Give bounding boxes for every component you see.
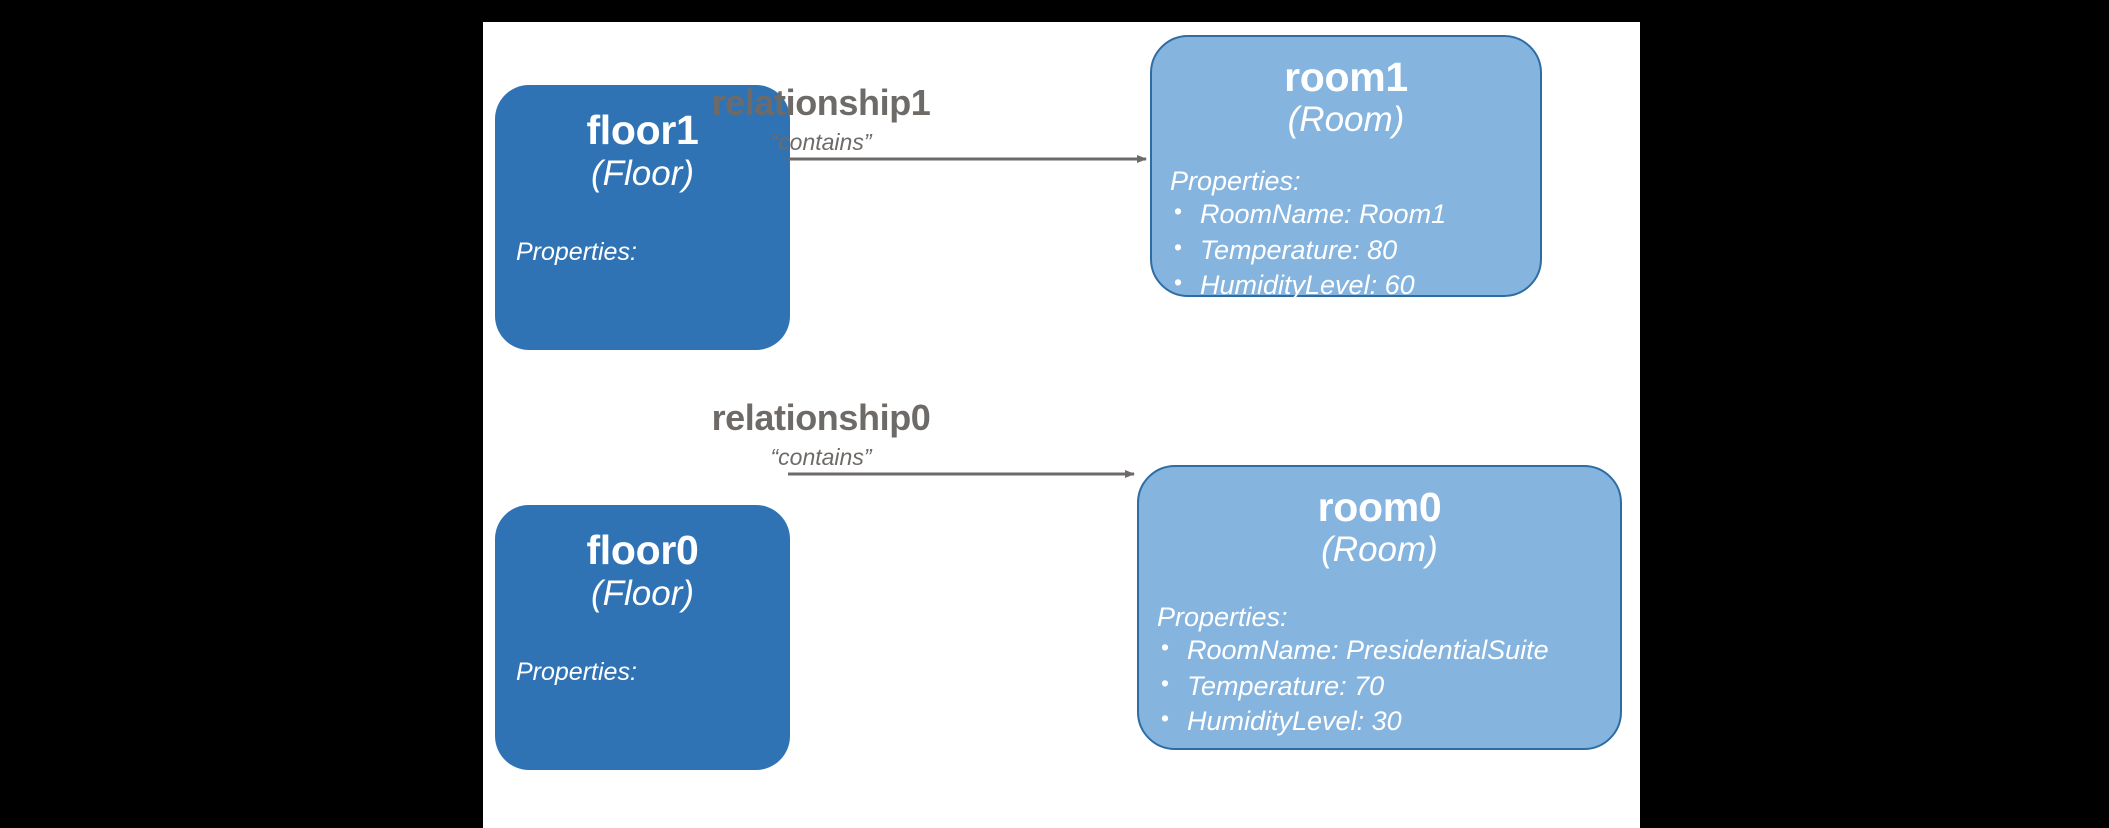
node-floor1-header: floor1 (Floor) [495, 85, 790, 193]
node-room1-header: room1 (Room) [1152, 37, 1540, 139]
node-room0-properties-label: Properties: [1157, 602, 1288, 633]
node-room0[interactable]: room0 (Room) Properties: RoomName: Presi… [1137, 465, 1622, 750]
relationship0-kind: “contains” [770, 443, 872, 470]
relationship0-name: relationship0 [711, 397, 931, 438]
node-floor1[interactable]: floor1 (Floor) Properties: [495, 85, 790, 350]
node-room0-type: (Room) [1321, 530, 1438, 570]
node-floor1-properties-label: Properties: [516, 238, 637, 267]
node-room0-properties: Properties: RoomName: PresidentialSuite … [1139, 603, 1620, 740]
node-floor1-type: (Floor) [590, 154, 695, 194]
node-room0-properties-list: RoomName: PresidentialSuite Temperature:… [1157, 632, 1620, 740]
node-floor0-properties-label: Properties: [516, 658, 637, 687]
connector-arrow-floor0-to-room0 [788, 470, 1135, 478]
node-floor0[interactable]: floor0 (Floor) Properties: [495, 505, 790, 770]
node-room0-title: room0 [1317, 484, 1442, 530]
property-item: RoomName: PresidentialSuite [1157, 632, 1620, 669]
node-room1[interactable]: room1 (Room) Properties: RoomName: Room1… [1150, 35, 1542, 300]
diagram-canvas: floor1 (Floor) Properties: relationship1… [483, 22, 1640, 828]
node-room0-header: room0 (Room) [1139, 467, 1620, 569]
property-item: Temperature: 80 [1170, 232, 1540, 269]
property-item: HumidityLevel: 60 [1170, 267, 1540, 304]
node-room1-title: room1 [1284, 54, 1408, 100]
property-item: HumidityLevel: 30 [1157, 703, 1620, 740]
node-room1-properties-list: RoomName: Room1 Temperature: 80 Humidity… [1170, 196, 1540, 304]
node-room1-type: (Room) [1287, 100, 1405, 140]
node-room1-properties-label: Properties: [1170, 166, 1301, 197]
node-floor1-title: floor1 [586, 107, 699, 153]
relationship0-label-group: relationship0 “contains” [601, 399, 1041, 469]
relationship1-name: relationship1 [711, 82, 931, 123]
node-floor0-header: floor0 (Floor) [495, 505, 790, 613]
connector-arrow-floor1-to-room1 [788, 155, 1147, 163]
relationship1-kind: “contains” [770, 128, 872, 155]
property-item: RoomName: Room1 [1170, 196, 1540, 233]
relationship1-label-group: relationship1 “contains” [601, 84, 1041, 154]
property-item: Temperature: 70 [1157, 668, 1620, 705]
node-floor0-title: floor0 [586, 527, 699, 573]
node-floor0-type: (Floor) [590, 574, 695, 614]
node-room1-properties: Properties: RoomName: Room1 Temperature:… [1152, 167, 1540, 304]
